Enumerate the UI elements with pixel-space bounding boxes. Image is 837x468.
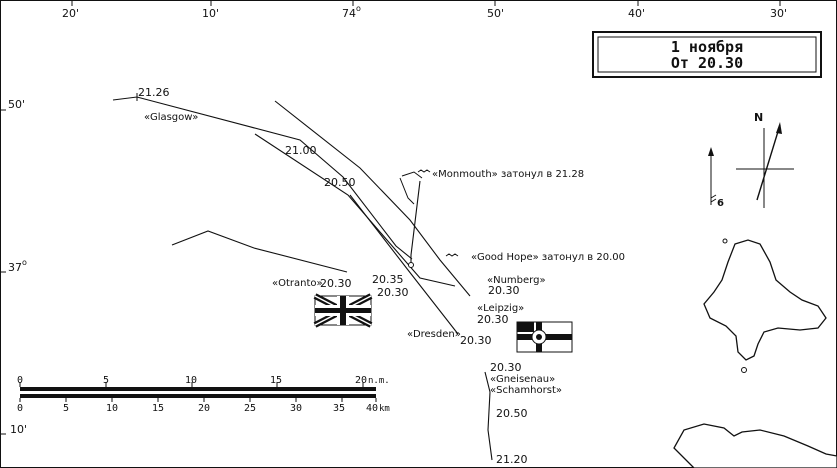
scale-km-tick: 30 [290,403,302,414]
time-label: 20.30 [320,277,352,290]
track-monmouth [254,133,456,287]
lon-degree-mark: o [356,4,361,13]
track-otranto [171,230,348,273]
title-box: 1 ноября От 20.30 [592,31,822,78]
title-time: От 20.30 [671,54,743,72]
time-label: 20.35 [372,273,404,286]
lat-degree-mark: o [22,258,27,267]
time-label: 20.30 [488,284,520,297]
lon-label: 30' [770,7,787,20]
scale-km-tick: 0 [17,403,23,414]
track-glasgow [112,96,413,260]
lon-label: 50' [487,7,504,20]
ship-monmouth-label: «Monmouth» затонул в 21.28 [432,169,584,180]
wind-force: 6 [717,198,724,209]
title-date: 1 ноября [671,38,743,56]
scale-bar: 0 5 10 15 20 n.m. 0 5 10 15 20 25 30 35 … [17,375,390,414]
lat-label: 50' [8,98,25,111]
ship-leipzig-label: «Leipzig» [477,303,524,314]
ship-scharnhorst-label: «Schamhorst» [490,385,562,396]
ship-otranto-label: «Otranto» [272,278,323,289]
scale-km-tick: 5 [63,403,69,414]
scale-nm-unit: n.m. [368,376,390,386]
time-label: 21.26 [138,86,170,99]
lon-label: 74 [342,7,356,20]
scale-km-tick: 20 [198,403,210,414]
time-label: 20.30 [490,361,522,374]
time-label: 20.30 [477,313,509,326]
time-label: 21.00 [285,144,317,157]
lon-label: 10' [202,7,219,20]
lat-label: 37 [8,261,22,274]
coastline [673,238,837,468]
time-label: 20.50 [324,176,356,189]
time-label: 21.20 [496,453,528,466]
longitude-scale: 20' 10' 74 o 50' 40' 30' [62,0,787,20]
scale-nm-tick: 10 [185,375,197,386]
ship-tracks [112,93,493,461]
wind-arrow-icon: 6 [708,147,724,209]
scale-km-tick: 25 [244,403,256,414]
scale-nm-tick: 20 [355,375,367,386]
ship-glasgow-label: «Glasgow» [144,112,198,123]
time-label: 20.50 [496,407,528,420]
scale-km-tick: 10 [106,403,118,414]
latitude-scale: 50' 37 o 10' [0,98,27,436]
track-gneisenau [484,371,493,461]
british-flag-icon [313,293,373,328]
scale-nm-tick: 0 [17,375,23,386]
ship-dresden-label: «Dresden» [407,329,461,340]
scale-km-tick: 35 [333,403,345,414]
scale-km-tick: 15 [152,403,164,414]
lat-label: 10' [10,423,27,436]
time-label: 20.30 [460,334,492,347]
track-dresden [349,194,459,335]
north-label: N [754,111,763,124]
scale-nm-tick: 15 [270,375,282,386]
time-labels: 21.26 21.00 20.50 20.30 20.35 20.30 20.3… [138,86,528,466]
scale-nm-tick: 5 [103,375,109,386]
time-label: 20.30 [377,286,409,299]
ship-gneisenau-label: «Gneisenau» [490,374,555,385]
scale-km-unit: km [379,404,390,414]
lon-label: 40' [628,7,645,20]
german-flag-icon [516,321,573,353]
ship-good-hope-label: «Good Hope» затонул в 20.00 [471,252,625,263]
compass-rose: N [736,111,794,208]
track-good-hope [274,100,471,297]
ship-labels: «Glasgow» «Otranto» «Monmouth» затонул в… [144,112,625,396]
ship-numberg-label: «Numberg» [487,275,546,286]
scale-km-tick: 40 [366,403,378,414]
lon-label: 20' [62,7,79,20]
